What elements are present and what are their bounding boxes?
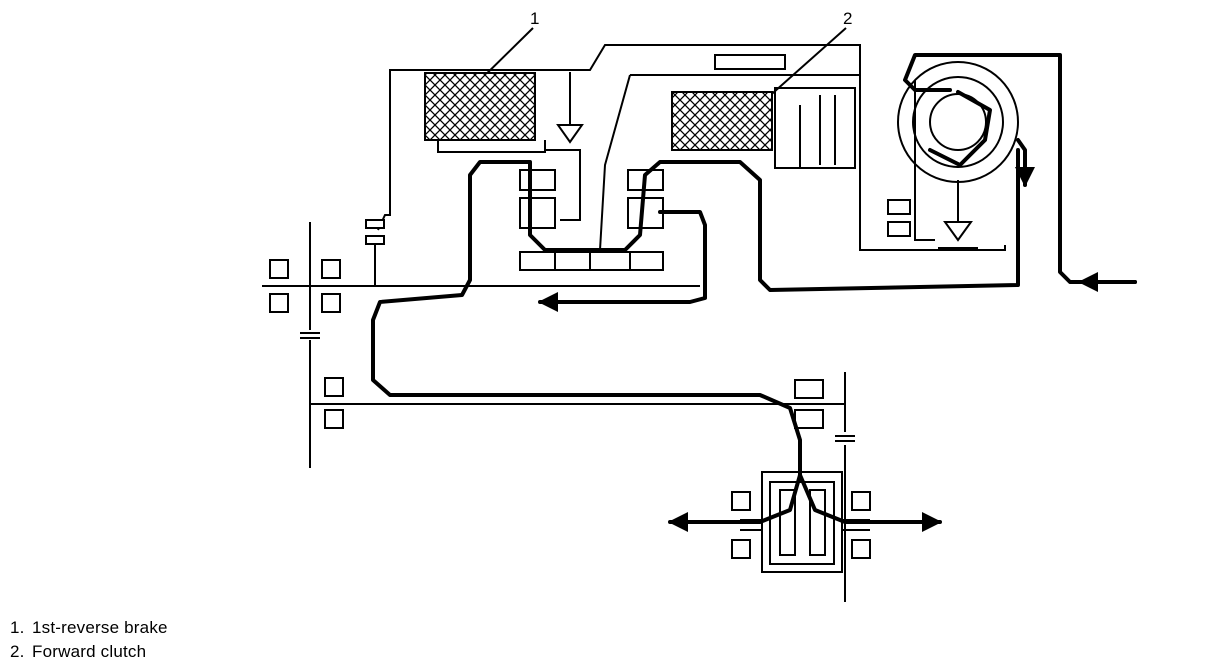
bearing-10 xyxy=(731,539,751,559)
torque-converter xyxy=(887,61,1019,249)
first-reverse-brake xyxy=(424,72,584,221)
flow-converter-out xyxy=(1015,138,1035,187)
brake-disc-pack xyxy=(424,72,536,141)
housing-outline xyxy=(377,44,1006,251)
converter-check-valve xyxy=(943,221,973,242)
bearing-2 xyxy=(269,293,289,313)
counter-shaft xyxy=(310,372,855,602)
bearing-12 xyxy=(851,539,871,559)
power-flow-path xyxy=(371,53,1137,532)
diff-side-gear-right xyxy=(809,489,826,556)
flow-converter xyxy=(928,90,992,167)
bearing-4 xyxy=(321,293,341,313)
svg-text:1: 1 xyxy=(530,9,539,28)
input-shaft xyxy=(262,219,700,468)
brake-piston-housing xyxy=(545,149,581,221)
clutch-disc-pack xyxy=(671,91,773,151)
seal-1 xyxy=(365,219,385,229)
planet-gear-2b xyxy=(627,197,664,229)
differential-case xyxy=(761,471,843,573)
brake-piston xyxy=(437,140,546,153)
bearing-9 xyxy=(731,491,751,511)
planet-gear-1a xyxy=(519,169,556,191)
clutch-drum xyxy=(774,87,856,169)
brake-check-valve xyxy=(556,124,584,144)
legend-item-1: 1.1st-reverse brake xyxy=(10,618,168,637)
flow-input xyxy=(903,53,1137,284)
valve-block-2 xyxy=(887,221,911,237)
bearing-7 xyxy=(794,379,824,399)
bearing-5 xyxy=(324,377,344,397)
legend: 1.1st-reverse brake 2.Forward clutch xyxy=(10,616,168,664)
transmission-housing xyxy=(377,44,1006,251)
bearing-8 xyxy=(794,409,824,429)
flow-output-left xyxy=(668,473,802,532)
forward-clutch xyxy=(671,87,856,169)
legend-item-2: 2.Forward clutch xyxy=(10,642,147,661)
leader-line-2 xyxy=(764,27,847,101)
svg-text:2: 2 xyxy=(843,9,852,28)
sun-gear-carrier xyxy=(519,251,664,271)
flow-return-path xyxy=(538,210,707,312)
bearing-1 xyxy=(269,259,289,279)
valve-block-1 xyxy=(887,199,911,215)
housing-top-boss xyxy=(714,54,786,70)
diff-side-gear-left xyxy=(779,489,796,556)
flow-output-right xyxy=(798,473,942,532)
bearing-6 xyxy=(324,409,344,429)
flow-main-path xyxy=(371,148,1020,477)
housing-inner-slope xyxy=(599,74,631,251)
planet-gear-1b xyxy=(519,197,556,229)
seal-2 xyxy=(365,235,385,245)
bearing-3 xyxy=(321,259,341,279)
bearing-11 xyxy=(851,491,871,511)
